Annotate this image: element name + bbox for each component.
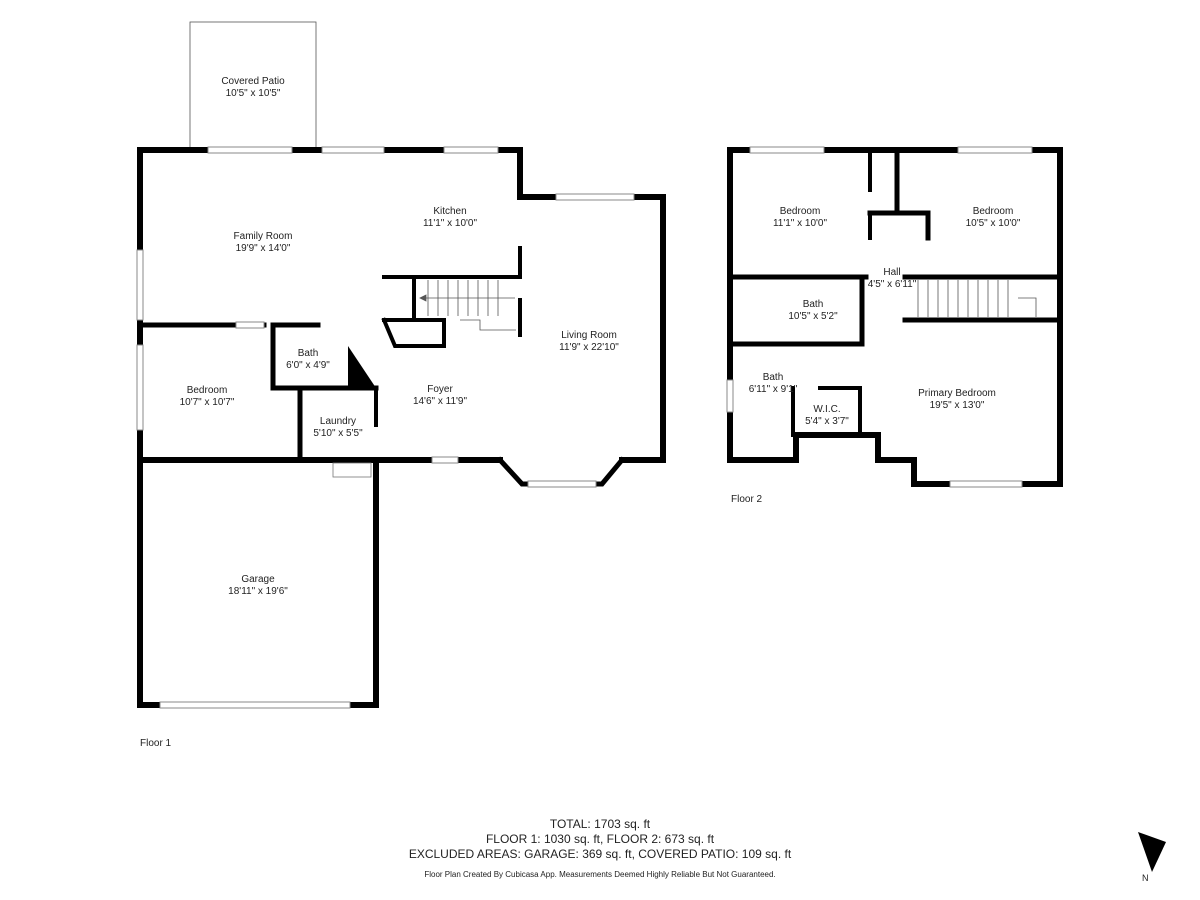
- floor-1-stairs: [419, 280, 516, 331]
- bath-corner-fill: [348, 346, 376, 388]
- room-dimensions: 5'10" x 5'5": [313, 428, 363, 439]
- room-dimensions: 14'6" x 11'9": [413, 396, 468, 407]
- room-dimensions: 10'7" x 10'7": [180, 397, 235, 408]
- bay-window-wall: [496, 456, 626, 487]
- room-name: Primary Bedroom: [918, 388, 996, 399]
- room-name: Garage: [241, 574, 275, 585]
- room-name: Kitchen: [433, 206, 466, 217]
- room-name: Foyer: [427, 384, 453, 395]
- entry-stoop: [332, 462, 372, 478]
- floor-2-windows: [726, 146, 1033, 488]
- room-dimensions: 11'1" x 10'0": [773, 218, 828, 229]
- room-dimensions: 18'11" x 19'6": [228, 586, 288, 597]
- north-arrow-icon: [1138, 832, 1166, 872]
- room-dimensions: 10'5" x 5'2": [788, 311, 838, 322]
- room-name: Family Room: [234, 231, 293, 242]
- floor-2-stairs: [917, 280, 1037, 317]
- compass-label: N: [1142, 873, 1149, 883]
- total-area: TOTAL: 1703 sq. ft: [549, 817, 651, 831]
- room-name: Living Room: [561, 330, 617, 341]
- floor-1-windows: [136, 146, 635, 709]
- wall-closet-bottom: [867, 210, 931, 241]
- area-totals: TOTAL: 1703 sq. ft FLOOR 1: 1030 sq. ft,…: [300, 817, 900, 862]
- room-name: Hall: [883, 267, 900, 278]
- room-name: Covered Patio: [221, 76, 285, 87]
- room-name: Bedroom: [780, 206, 821, 217]
- floor-2-room-labels: Bedroom 11'1" x 10'0" Bedroom 10'5" x 10…: [749, 206, 1021, 427]
- floor-1-label: Floor 1: [140, 738, 172, 749]
- room-dimensions: 5'4" x 3'7": [805, 416, 849, 427]
- room-name: Bedroom: [973, 206, 1014, 217]
- room-name: Bath: [298, 348, 319, 359]
- wall-stair-top: [382, 246, 522, 279]
- floor-2-label: Floor 2: [731, 494, 763, 505]
- wall-bath-south: [727, 277, 865, 347]
- wall-bath: [270, 322, 351, 391]
- floor-areas: FLOOR 1: 1030 sq. ft, FLOOR 2: 673 sq. f…: [485, 832, 715, 846]
- room-dimensions: 19'9" x 14'0": [236, 243, 291, 254]
- floor-1-room-labels: Covered Patio 10'5" x 10'5" Kitchen 11'1…: [180, 76, 620, 597]
- room-name: W.I.C.: [813, 404, 840, 415]
- disclaimer: Floor Plan Created By Cubicasa App. Meas…: [424, 870, 776, 879]
- room-dimensions: 6'0" x 4'9": [286, 360, 330, 371]
- exterior-wall-floor-2: [727, 147, 1063, 487]
- room-name: Bath: [763, 372, 784, 383]
- room-dimensions: 6'11" x 9'1": [749, 384, 798, 395]
- room-name: Laundry: [320, 416, 356, 427]
- wall-closet: [381, 317, 446, 348]
- excluded-areas: EXCLUDED AREAS: GARAGE: 369 sq. ft, COVE…: [408, 847, 792, 861]
- room-dimensions: 19'5" x 13'0": [930, 400, 985, 411]
- floor-1-walls: [137, 21, 666, 708]
- room-dimensions: 11'9" x 22'10": [559, 342, 619, 353]
- room-dimensions: 10'5" x 10'0": [966, 218, 1021, 229]
- room-dimensions: 4'5" x 6'11": [868, 279, 917, 290]
- floor-2-walls: [727, 147, 1063, 487]
- room-name: Bedroom: [187, 385, 228, 396]
- room-dimensions: 10'5" x 10'5": [226, 88, 281, 99]
- room-dimensions: 11'1" x 10'0": [423, 218, 478, 229]
- room-name: Bath: [803, 299, 824, 310]
